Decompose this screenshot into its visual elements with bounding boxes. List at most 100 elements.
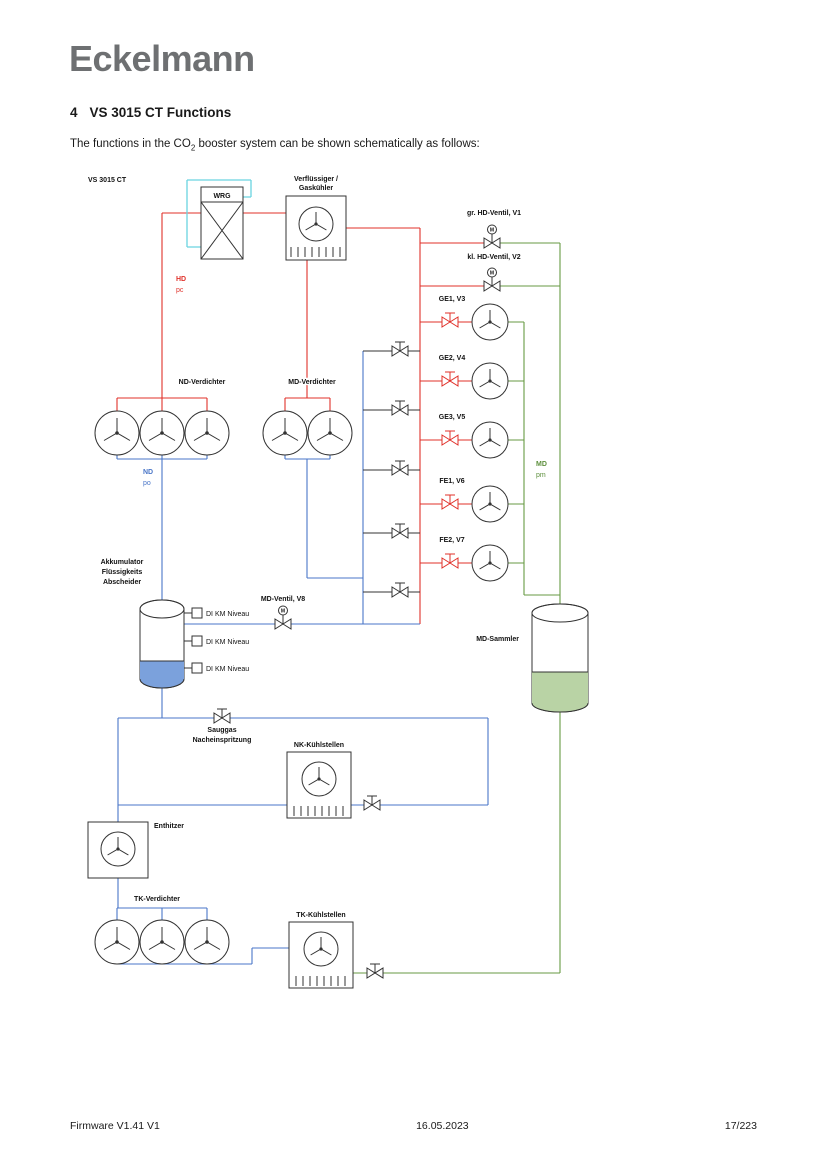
ge1-compressor-icon (471, 303, 509, 341)
wrg-heat-exchanger (200, 186, 244, 260)
compressor-icon (94, 410, 140, 456)
label-wrg: WRG (213, 193, 231, 200)
heading-number: 4 (70, 105, 78, 120)
nk-cooling-box (286, 751, 352, 819)
ge3-compressor-icon (471, 421, 509, 459)
label-nd: ND (143, 469, 153, 476)
label-injection-1: Sauggas (207, 727, 236, 734)
fe2-compressor-icon (471, 544, 509, 582)
label-pm: pm (536, 472, 546, 479)
valve-v7 (441, 553, 459, 569)
label-desuperheater: Enthitzer (154, 823, 184, 830)
tk-cooling-box (288, 921, 354, 989)
desuperheater-fan-icon (100, 831, 136, 867)
level-sensor-3 (183, 662, 203, 674)
stage-fe2-unit (441, 544, 509, 582)
intro-text: The functions in the CO2 booster system … (70, 138, 480, 152)
label-injection-2: Nacheinspritzung (193, 737, 252, 744)
footer-firmware: Firmware V1.41 V1 (70, 1120, 160, 1132)
bypass-valve-4 (391, 523, 409, 539)
compressor-icon (94, 919, 140, 965)
motor-letter-v2: M (490, 271, 494, 277)
valve-v3 (441, 312, 459, 328)
compressor-icon (307, 410, 353, 456)
label-stage-fe2: FE2, V7 (439, 537, 464, 544)
tk-expansion-valve (366, 963, 384, 979)
label-stage-ge3: GE3, V5 (439, 414, 466, 421)
label-condenser-2: Gaskühler (299, 185, 334, 192)
md-compressor-bank (262, 410, 353, 456)
condenser-fan-icon (298, 206, 334, 242)
ge2-compressor-icon (471, 362, 509, 400)
compressor-icon (139, 410, 185, 456)
compressor-icon (184, 919, 230, 965)
wrg-water-lines (186, 179, 252, 248)
label-system: VS 3015 CT (88, 177, 127, 184)
nk-expansion-valve (363, 795, 381, 811)
bypass-valve-3 (391, 460, 409, 476)
label-tk-cooling: TK-Kühlstellen (296, 912, 345, 919)
nd-compressor-bank (94, 410, 230, 456)
nk-fan-icon (301, 761, 337, 797)
level-sensors (183, 607, 203, 674)
tk-compressor-bank (94, 919, 230, 965)
condenser-gas-cooler (285, 195, 347, 261)
accumulator-vessel (139, 599, 185, 689)
compressor-icon (262, 410, 308, 456)
label-level-sensor-1: DI KM Niveau (206, 611, 249, 618)
md-pressure-lines (353, 242, 561, 974)
company-logo: Eckelmann (69, 38, 255, 79)
page-footer: Firmware V1.41 V1 16.05.2023 17/223 (70, 1120, 757, 1132)
motor-letter-v8: M (281, 609, 285, 615)
compressor-icon (184, 410, 230, 456)
label-stage-ge2: GE2, V4 (439, 355, 466, 362)
label-md-receiver: MD-Sammler (476, 636, 519, 643)
stage-fe1-unit (441, 485, 509, 523)
label-pc: pc (176, 287, 184, 294)
nd-suction-lines (116, 351, 489, 965)
label-condenser-1: Verflüssiger / (294, 176, 338, 183)
section-heading: 4 VS 3015 CT Functions (70, 105, 231, 120)
footer-date: 16.05.2023 (416, 1120, 469, 1132)
stage-ge2-unit (441, 362, 509, 400)
label-valve-v1: gr. HD-Ventil, V1 (467, 210, 521, 217)
md-receiver-vessel (531, 603, 589, 713)
bypass-valve-2 (391, 400, 409, 416)
tk-fan-icon (303, 931, 339, 967)
stage-ge1-unit (441, 303, 509, 341)
valve-v6 (441, 494, 459, 510)
label-valve-v8: MD-Ventil, V8 (261, 596, 305, 603)
label-level-sensor-2: DI KM Niveau (206, 639, 249, 646)
intro-prefix: The functions in the CO (70, 138, 191, 150)
label-md: MD (536, 461, 547, 468)
heading-title: VS 3015 CT Functions (89, 105, 232, 120)
suction-gas-injection-valve (213, 708, 231, 724)
label-stage-ge1: GE1, V3 (439, 296, 466, 303)
desuperheater-box (87, 821, 149, 879)
intro-suffix: booster system can be shown schematicall… (195, 138, 480, 150)
label-md-compressors: MD-Verdichter (288, 379, 336, 386)
bypass-valve-5 (391, 582, 409, 598)
label-hd: HD (176, 276, 186, 283)
bypass-valve-1 (391, 341, 409, 357)
label-accumulator-3: Abscheider (103, 579, 141, 586)
valve-v4 (441, 371, 459, 387)
label-po: po (143, 480, 151, 487)
footer-page-number: 17/223 (724, 1120, 757, 1132)
bypass-valves (391, 341, 409, 598)
label-stage-fe1: FE1, V6 (439, 478, 464, 485)
stage-ge3-unit (441, 421, 509, 459)
label-nk-cooling: NK-Kühlstellen (294, 742, 344, 749)
intro-subscript: 2 (190, 143, 196, 153)
label-nd-compressors: ND-Verdichter (179, 379, 226, 386)
label-accumulator-2: Flüssigkeits (102, 569, 143, 576)
level-sensor-2 (183, 635, 203, 647)
label-accumulator-1: Akkumulator (101, 559, 144, 566)
fe1-compressor-icon (471, 485, 509, 523)
motor-letter-v1: M (490, 228, 494, 234)
label-valve-v2: kl. HD-Ventil, V2 (467, 254, 520, 261)
level-sensor-1 (183, 607, 203, 619)
compressor-icon (139, 919, 185, 965)
